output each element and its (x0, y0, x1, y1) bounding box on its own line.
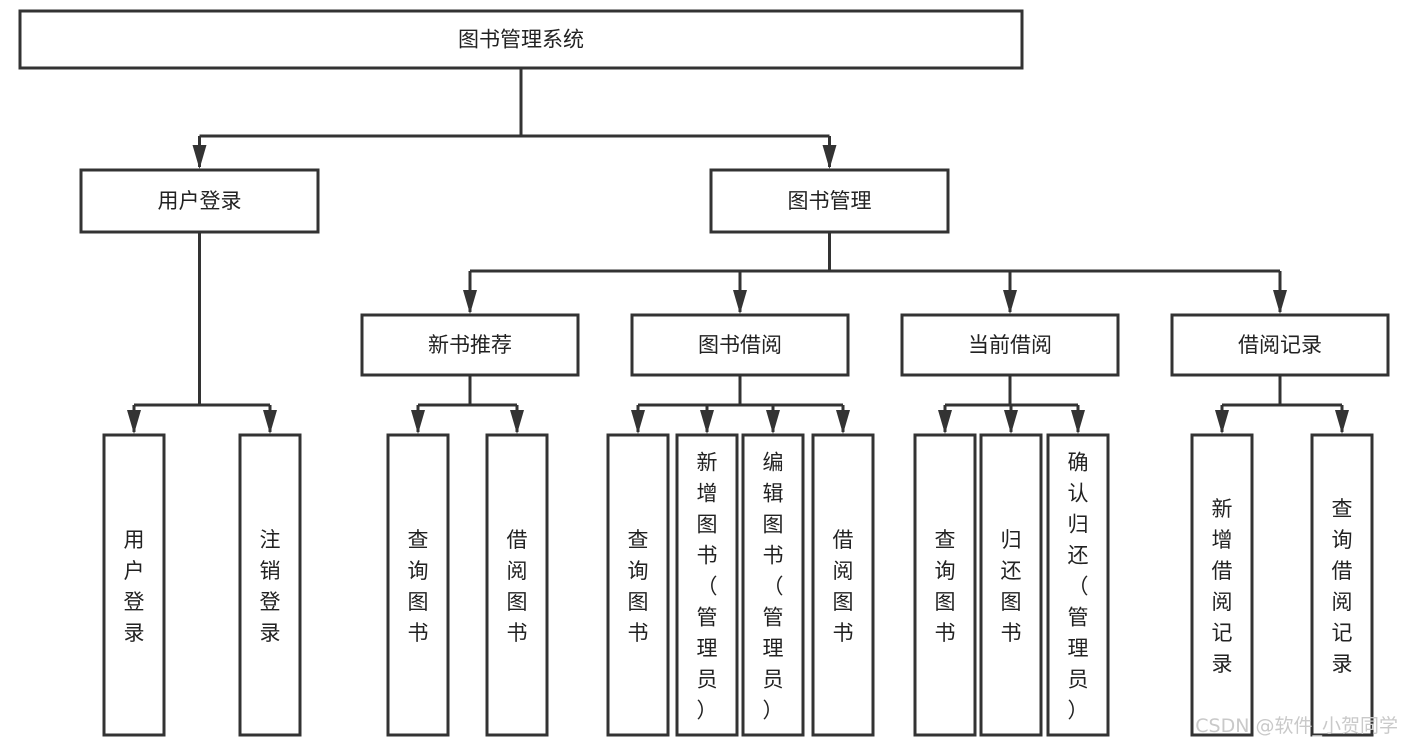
node-label-book-management: 图书管理 (788, 189, 872, 213)
node-label-cb-query-book: 查询图书 (935, 528, 956, 645)
node-box-bb-query-book[interactable] (606, 433, 670, 737)
node-label-book-borrow: 图书借阅 (698, 333, 782, 357)
node-bb-edit-book[interactable]: 编辑图书（管理员） (741, 433, 805, 737)
node-box-book-management[interactable] (709, 168, 950, 234)
node-label-user-login: 用户登录 (158, 189, 242, 213)
node-box-current-borrow[interactable] (900, 313, 1120, 377)
node-label-bb-query-book: 查询图书 (628, 528, 649, 645)
node-cb-return-book[interactable]: 归还图书 (979, 433, 1043, 737)
node-box-user-login-login[interactable] (102, 433, 166, 737)
csdn-watermark: CSDN @软件_小贺同学 (1195, 715, 1398, 737)
node-box-borrow-records[interactable] (1170, 313, 1390, 377)
node-root[interactable]: 图书管理系统 (18, 9, 1024, 70)
node-box-root[interactable] (18, 9, 1024, 70)
node-book-management[interactable]: 图书管理 (709, 168, 950, 234)
node-box-cb-query-book[interactable] (913, 433, 977, 737)
node-label-user-login-login: 用户登录 (124, 528, 145, 645)
node-label-root: 图书管理系统 (458, 28, 584, 52)
node-label-br-query-record: 查询借阅记录 (1332, 497, 1353, 676)
node-bb-query-book[interactable]: 查询图书 (606, 433, 670, 737)
node-box-nbr-query-book[interactable] (386, 433, 450, 737)
node-box-br-add-record[interactable] (1190, 433, 1254, 737)
node-user-login[interactable]: 用户登录 (79, 168, 320, 234)
node-nbr-query-book[interactable]: 查询图书 (386, 433, 450, 737)
node-box-cb-return-book[interactable] (979, 433, 1043, 737)
connectors-layer (127, 68, 1349, 434)
node-label-cb-confirm-return: 确认归还（管理员） (1068, 451, 1089, 723)
node-user-login-logout[interactable]: 注销登录 (238, 433, 302, 737)
node-current-borrow[interactable]: 当前借阅 (900, 313, 1120, 377)
node-label-bb-borrow-book: 借阅图书 (833, 528, 854, 645)
nodes-layer: 图书管理系统用户登录用户登录注销登录图书管理新书推荐查询图书借阅图书图书借阅查询… (18, 9, 1390, 737)
node-label-cb-return-book: 归还图书 (1001, 528, 1022, 645)
node-nbr-borrow-book[interactable]: 借阅图书 (485, 433, 549, 737)
node-label-nbr-query-book: 查询图书 (408, 528, 429, 645)
node-label-current-borrow: 当前借阅 (968, 333, 1052, 357)
node-br-add-record[interactable]: 新增借阅记录 (1190, 433, 1254, 737)
node-label-new-book-recommend: 新书推荐 (428, 333, 512, 357)
node-label-bb-edit-book: 编辑图书（管理员） (763, 451, 784, 723)
node-label-user-login-logout: 注销登录 (260, 528, 281, 645)
node-box-bb-add-book[interactable] (675, 433, 739, 737)
node-box-new-book-recommend[interactable] (360, 313, 580, 377)
node-label-borrow-records: 借阅记录 (1238, 333, 1322, 357)
node-bb-borrow-book[interactable]: 借阅图书 (811, 433, 875, 737)
node-box-bb-borrow-book[interactable] (811, 433, 875, 737)
node-box-cb-confirm-return[interactable] (1046, 433, 1110, 737)
node-box-nbr-borrow-book[interactable] (485, 433, 549, 737)
node-book-borrow[interactable]: 图书借阅 (630, 313, 850, 377)
node-box-book-borrow[interactable] (630, 313, 850, 377)
node-box-user-login-logout[interactable] (238, 433, 302, 737)
node-borrow-records[interactable]: 借阅记录 (1170, 313, 1390, 377)
node-label-br-add-record: 新增借阅记录 (1212, 497, 1233, 676)
node-bb-add-book[interactable]: 新增图书（管理员） (675, 433, 739, 737)
node-label-bb-add-book: 新增图书（管理员） (697, 451, 718, 723)
node-label-nbr-borrow-book: 借阅图书 (507, 528, 528, 645)
node-br-query-record[interactable]: 查询借阅记录 (1310, 433, 1374, 737)
node-cb-query-book[interactable]: 查询图书 (913, 433, 977, 737)
node-new-book-recommend[interactable]: 新书推荐 (360, 313, 580, 377)
node-cb-confirm-return[interactable]: 确认归还（管理员） (1046, 433, 1110, 737)
node-box-user-login[interactable] (79, 168, 320, 234)
node-box-bb-edit-book[interactable] (741, 433, 805, 737)
node-user-login-login[interactable]: 用户登录 (102, 433, 166, 737)
node-box-br-query-record[interactable] (1310, 433, 1374, 737)
